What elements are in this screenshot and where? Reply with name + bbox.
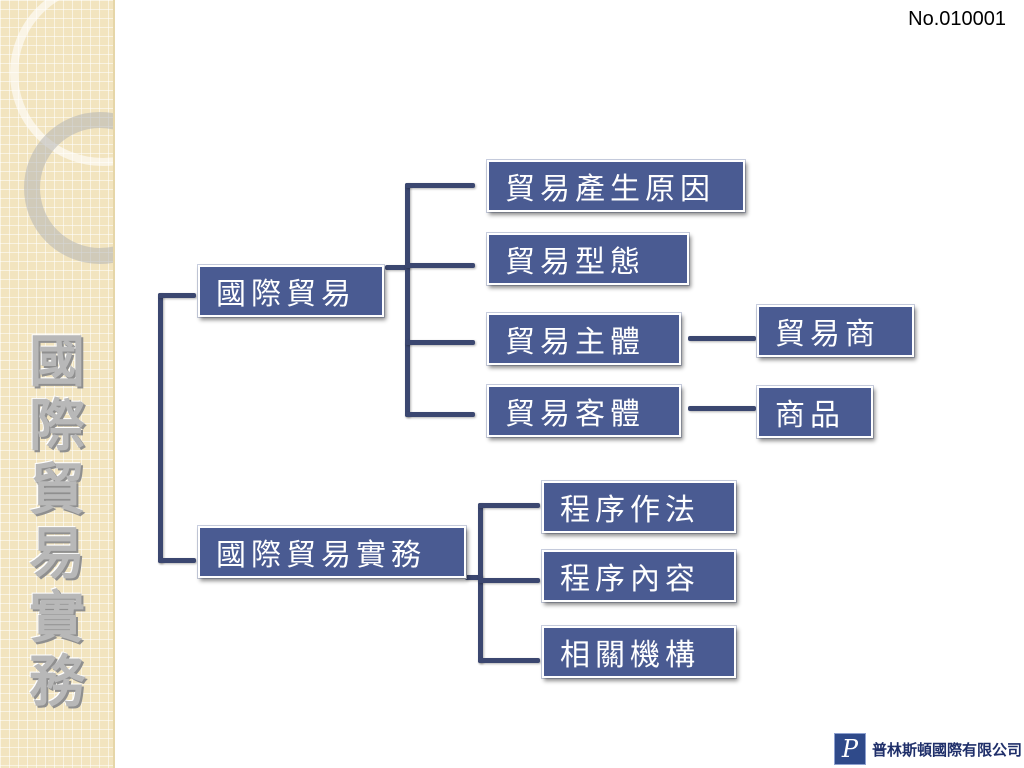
node-trader: 貿易商 xyxy=(757,305,914,357)
sidebar-decoration: 國 際 貿 易 實 務 xyxy=(0,0,115,768)
company-logo: P xyxy=(833,733,866,765)
sidebar-title: 國 際 貿 易 實 務 xyxy=(12,330,102,714)
connector-subject-to-trader xyxy=(688,336,756,341)
connector-root-vertical xyxy=(158,293,163,563)
connector-trade-stub xyxy=(385,265,409,270)
node-trade-object: 貿易客體 xyxy=(487,385,681,437)
node-trade-cause: 貿易產生原因 xyxy=(487,160,745,212)
connector-root-to-practice xyxy=(158,558,196,563)
node-related-institutions: 相關機構 xyxy=(542,626,736,678)
node-procedure-method: 程序作法 xyxy=(542,481,736,533)
node-procedure-content: 程序內容 xyxy=(542,550,736,602)
connector-practice-vertical xyxy=(478,503,483,663)
connector-to-procedure-content xyxy=(478,578,540,583)
company-footer: P 普林斯頓國際有限公司 xyxy=(833,730,1022,768)
sidebar-title-char: 實 xyxy=(29,585,85,651)
node-international-trade: 國際貿易 xyxy=(198,265,384,317)
connector-to-cause xyxy=(405,183,475,188)
connector-to-type xyxy=(405,263,475,268)
node-trade-type: 貿易型態 xyxy=(487,233,689,285)
connector-to-subject xyxy=(405,340,475,345)
connector-to-institutions xyxy=(478,658,540,663)
connector-to-procedure-method xyxy=(478,503,540,508)
sidebar-title-char: 易 xyxy=(29,521,85,587)
node-trade-subject: 貿易主體 xyxy=(487,313,681,365)
connector-object-to-goods xyxy=(688,406,756,411)
connector-practice-stub xyxy=(465,575,483,580)
sidebar-title-char: 際 xyxy=(29,393,85,459)
node-trade-practice: 國際貿易實務 xyxy=(198,526,466,578)
sidebar-title-char: 務 xyxy=(29,649,85,715)
company-name: 普林斯頓國際有限公司 xyxy=(871,740,1022,759)
connector-to-object xyxy=(405,412,475,417)
sidebar-title-char: 貿 xyxy=(29,457,85,523)
node-goods: 商品 xyxy=(757,386,873,438)
page-number: No.010001 xyxy=(908,8,1006,30)
connector-trade-vertical xyxy=(405,183,410,417)
sidebar-title-char: 國 xyxy=(29,329,85,395)
connector-root-to-trade xyxy=(158,293,196,298)
